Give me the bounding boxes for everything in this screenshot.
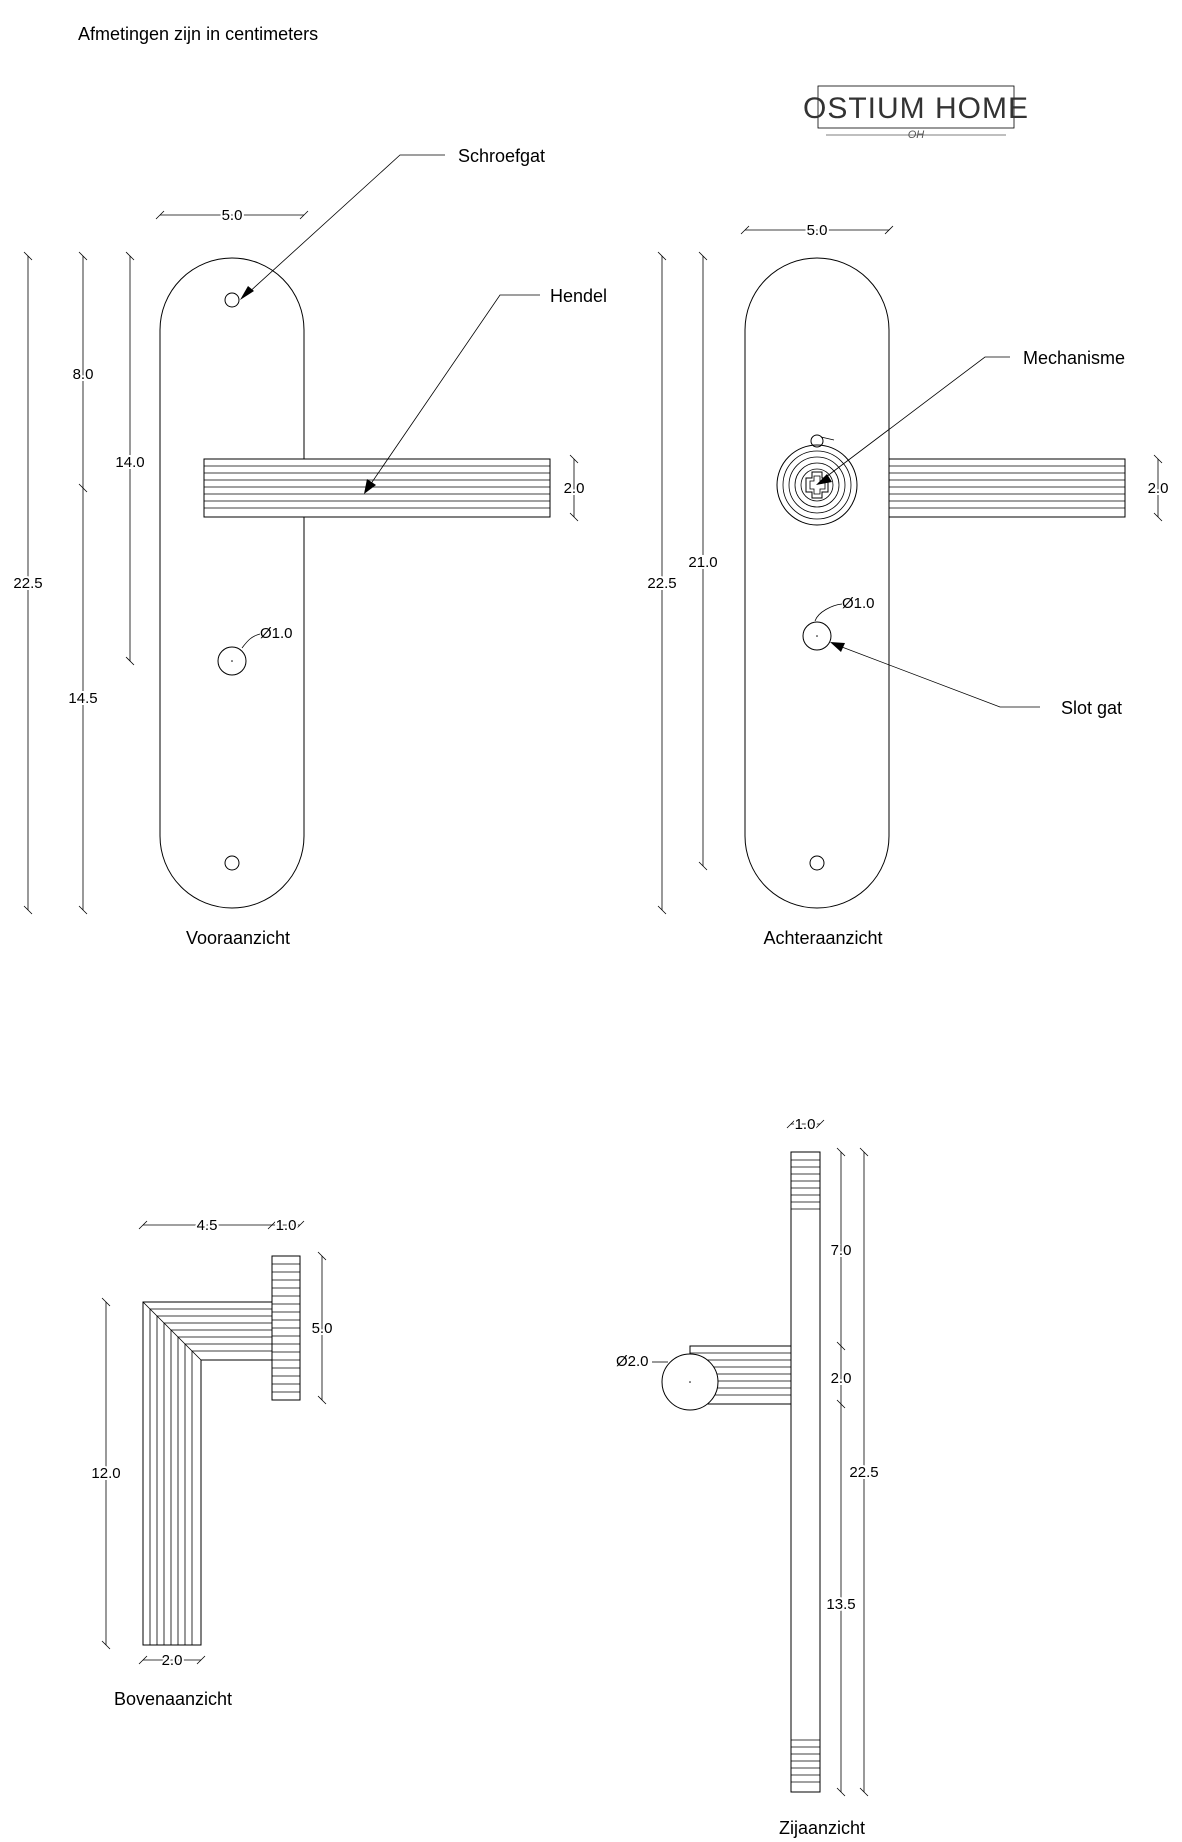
top-length-dim: 12.0 bbox=[91, 1465, 120, 1482]
side-top-rosette bbox=[791, 1159, 820, 1210]
front-width-dim: 5.0 bbox=[222, 207, 243, 224]
top-plate-dim: 1.0 bbox=[276, 1217, 297, 1234]
front-plate bbox=[159, 257, 305, 909]
top-view-title: Bovenaanzicht bbox=[114, 1689, 232, 1709]
back-view-title: Achteraanzicht bbox=[763, 928, 882, 948]
brand-logo: OSTIUM HOME OH bbox=[803, 85, 1029, 141]
front-view-title: Vooraanzicht bbox=[186, 928, 290, 948]
front-top-screw-hole bbox=[224, 292, 240, 308]
back-plate bbox=[744, 257, 890, 909]
label-mechanism: Mechanisme bbox=[1023, 348, 1125, 368]
side-bottom-rosette bbox=[791, 1739, 820, 1783]
front-bottom-screw-hole bbox=[224, 855, 240, 871]
top-handle bbox=[142, 1301, 273, 1646]
back-height-dim: 22.5 bbox=[647, 575, 676, 592]
front-view: 5.0 22.5 8.0 14.5 14.0 2.0 Ø1.0 Schroefg… bbox=[11, 146, 607, 948]
front-to-hole-dim: 14.0 bbox=[115, 454, 144, 471]
side-total-dim: 22.5 bbox=[849, 1464, 878, 1481]
back-inner-dim: 21.0 bbox=[688, 554, 717, 571]
front-key-hole bbox=[217, 646, 247, 676]
front-height-dim: 22.5 bbox=[13, 575, 42, 592]
side-top-dim: 7.0 bbox=[831, 1242, 852, 1259]
front-handle-height-dim: 2.0 bbox=[564, 480, 585, 497]
back-mechanism bbox=[776, 434, 858, 526]
side-mid-dim: 2.0 bbox=[831, 1370, 852, 1387]
top-depth-dim: 4.5 bbox=[197, 1217, 218, 1234]
label-lock-hole: Slot gat bbox=[1061, 698, 1122, 718]
side-bottom-dim: 13.5 bbox=[826, 1596, 855, 1613]
top-view: 4.5 1.0 5.0 12.0 2.0 Bovenaanzicht bbox=[89, 1215, 334, 1709]
front-handle bbox=[203, 458, 551, 518]
logo-monogram: OH bbox=[908, 129, 925, 141]
back-hole-diameter: Ø1.0 bbox=[842, 595, 875, 612]
top-plate bbox=[271, 1255, 301, 1401]
side-thickness-dim: 1.0 bbox=[795, 1116, 816, 1133]
front-lower-dim: 14.5 bbox=[68, 690, 97, 707]
top-plate-width-dim: 5.0 bbox=[312, 1320, 333, 1337]
side-view: 1.0 7.0 2.0 13.5 22.5 Ø2.0 Zijaanzicht bbox=[616, 1114, 881, 1838]
side-view-title: Zijaanzicht bbox=[779, 1818, 865, 1838]
side-handle bbox=[661, 1345, 792, 1411]
back-view: 5.0 22.5 21.0 2.0 Ø1.0 Mechanisme Slot g… bbox=[645, 220, 1170, 948]
units-note: Afmetingen zijn in centimeters bbox=[78, 24, 318, 44]
back-bottom-screw-hole bbox=[809, 855, 825, 871]
front-hole-diameter: Ø1.0 bbox=[260, 625, 293, 642]
top-bottom-dim: 2.0 bbox=[162, 1652, 183, 1669]
back-width-dim: 5.0 bbox=[807, 222, 828, 239]
logo-text: OSTIUM HOME bbox=[803, 92, 1029, 125]
label-handle: Hendel bbox=[550, 286, 607, 306]
side-knob-diameter: Ø2.0 bbox=[616, 1353, 649, 1370]
front-upper-dim: 8.0 bbox=[73, 366, 94, 383]
side-plate bbox=[790, 1151, 821, 1793]
back-handle bbox=[888, 458, 1126, 518]
back-lock-hole bbox=[802, 621, 832, 651]
back-handle-height-dim: 2.0 bbox=[1148, 480, 1169, 497]
label-screw-hole: Schroefgat bbox=[458, 146, 545, 166]
